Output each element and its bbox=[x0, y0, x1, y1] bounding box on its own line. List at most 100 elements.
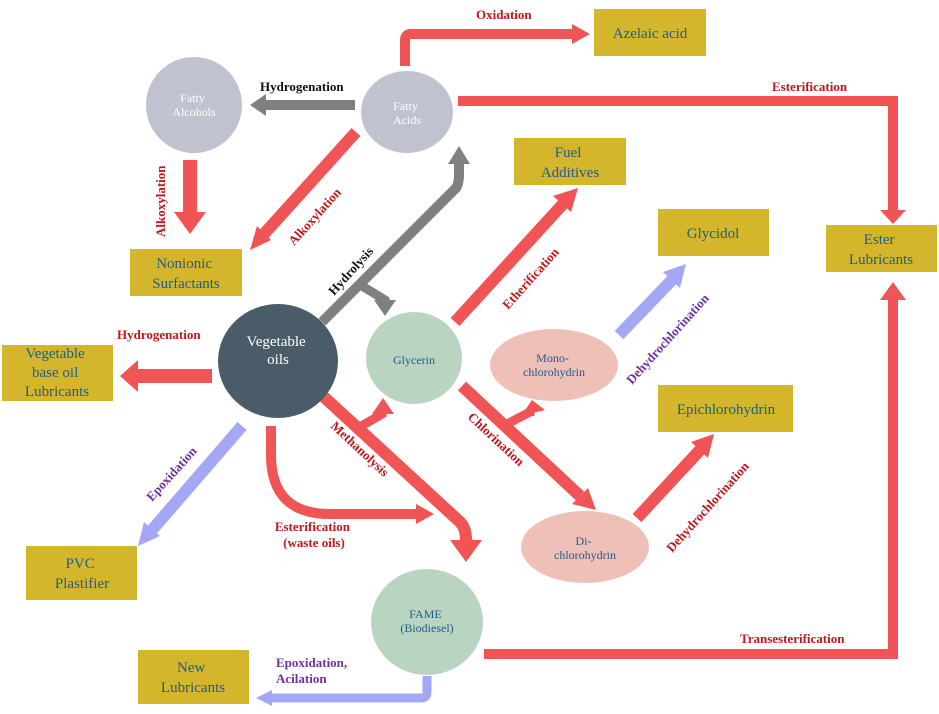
epoxidation-acilation-label-2: Acilation bbox=[276, 671, 327, 686]
methanolysis-branch-arrowhead bbox=[372, 398, 394, 414]
esterification-waste-label-2: (waste oils) bbox=[283, 535, 345, 550]
hydrogenation-arrowhead bbox=[250, 94, 266, 116]
epoxidation-acilation-arrowhead bbox=[256, 690, 272, 706]
svg-text:Glycidol: Glycidol bbox=[687, 226, 740, 242]
transesterification-arrowhead bbox=[880, 282, 906, 300]
pvc-plastifier-label-2: Plastifier bbox=[55, 576, 109, 592]
hydrogenation-left-label: Hydrogenation bbox=[117, 327, 201, 342]
new-lubricants-box: New Lubricants bbox=[138, 650, 249, 704]
alkoxylation-arrow-1 bbox=[183, 160, 197, 214]
svg-text:Mono- chlorohydrin: Mono- chlorohydrin bbox=[523, 351, 585, 379]
dehydrochlorination-arrowhead-2 bbox=[691, 434, 714, 458]
hydrogenation-top-label: Hydrogenation bbox=[260, 79, 344, 94]
glycerin-node: Glycerin bbox=[366, 312, 462, 404]
fame-node: FAME (Biodiesel) bbox=[371, 569, 483, 675]
hydrogenation-left-arrow bbox=[136, 369, 212, 383]
svg-text:PVC Plastifier: PVC Plastifier bbox=[55, 556, 109, 592]
new-lubricants-label-2: Lubricants bbox=[161, 680, 225, 696]
vegetable-oils-label-1: Vegetable bbox=[247, 334, 306, 350]
svg-text:Fuel Additives: Fuel Additives bbox=[541, 145, 599, 181]
svg-text:Vegetable base oil: Vegetable base oil Lubricants bbox=[25, 346, 89, 400]
monochlorohydrin-label-2: chlorohydrin bbox=[523, 365, 585, 379]
oxidation-arrow bbox=[400, 29, 572, 66]
monochlorohydrin-label-1: Mono- bbox=[536, 351, 569, 365]
fatty-acids-node: Fatty Acids bbox=[361, 71, 453, 153]
svg-text:Epichlorohydrin: Epichlorohydrin bbox=[677, 402, 776, 418]
esterification-waste-arrow bbox=[266, 426, 418, 519]
etherification-arrowhead bbox=[553, 188, 578, 212]
dichlorohydrin-node: Di- chlorohydrin bbox=[521, 511, 649, 583]
esterification-arrow bbox=[458, 96, 898, 212]
fuel-additives-label-2: Additives bbox=[541, 165, 599, 181]
azelaic-acid-label: Azelaic acid bbox=[613, 26, 688, 42]
vegetable-base-oil-label-3: Lubricants bbox=[25, 384, 89, 400]
svg-text:New Lubricants: New Lubricants bbox=[161, 660, 225, 696]
epoxidation-arrow bbox=[147, 422, 247, 534]
hydrolysis-arrow bbox=[318, 162, 464, 326]
pvc-plastifier-box: PVC Plastifier bbox=[26, 546, 137, 600]
etherification-label: Etherification bbox=[499, 244, 562, 312]
chlorination-arrow bbox=[457, 381, 585, 501]
dehydrochlorination-arrowhead-1 bbox=[663, 264, 686, 288]
hydrogenation-arrow bbox=[264, 100, 355, 110]
epoxidation-acilation-arrow bbox=[270, 676, 432, 703]
transesterification-label: Transesterification bbox=[740, 631, 845, 646]
dehydrochlorination-arrow-2 bbox=[632, 445, 705, 523]
esterification-waste-arrowhead bbox=[416, 504, 434, 524]
fatty-alcohols-node: Fatty Alcohols bbox=[146, 57, 242, 153]
new-lubricants-label-1: New bbox=[177, 660, 205, 676]
nonionic-surfactants-label-2: Surfactants bbox=[152, 276, 220, 292]
alkoxylation-arrowhead-1 bbox=[174, 212, 206, 234]
transesterification-arrow bbox=[484, 298, 898, 659]
svg-text:Vegetable oils: Vegetable oils bbox=[247, 334, 310, 368]
svg-text:FAME (Biodiesel): FAME (Biodiesel) bbox=[400, 607, 453, 635]
glycerin-label: Glycerin bbox=[393, 353, 435, 367]
epichlorohydrin-label: Epichlorohydrin bbox=[677, 402, 776, 418]
esterification-top-label: Esterification bbox=[772, 79, 848, 94]
epoxidation-acilation-label-1: Epoxidation, bbox=[276, 655, 347, 670]
ester-lubricants-label-1: Ester bbox=[864, 232, 895, 248]
nonionic-surfactants-box: Nonionic Surfactants bbox=[130, 249, 242, 296]
fame-label-2: (Biodiesel) bbox=[400, 621, 453, 635]
epoxidation-label: Epoxidation bbox=[143, 443, 200, 504]
epichlorohydrin-box: Epichlorohydrin bbox=[658, 385, 793, 432]
circle-nodes: Fatty Alcohols Fatty Acids Vegetable oil… bbox=[146, 57, 649, 675]
nonionic-surfactants-label-1: Nonionic bbox=[156, 256, 212, 272]
ester-lubricants-box: Ester Lubricants bbox=[826, 225, 937, 272]
fuel-additives-label-1: Fuel bbox=[555, 145, 582, 161]
fatty-alcohols-label-1: Fatty bbox=[180, 91, 205, 105]
glycidol-box: Glycidol bbox=[658, 209, 769, 256]
oxidation-label: Oxidation bbox=[476, 7, 532, 22]
alkoxylation-arrowhead-2 bbox=[250, 226, 271, 250]
fatty-acids-label-1: Fatty bbox=[393, 99, 418, 113]
methanolysis-arrow bbox=[319, 392, 472, 541]
esterification-waste-label-1: Esterification bbox=[275, 519, 351, 534]
fame-label-1: FAME bbox=[409, 607, 441, 621]
chlorination-arrowhead bbox=[572, 488, 596, 510]
svg-text:Di- chlorohydrin: Di- chlorohydrin bbox=[554, 534, 616, 562]
box-nodes: Azelaic acid Ester Lubricants Fuel Addit… bbox=[2, 9, 937, 704]
fatty-acids-label-2: Acids bbox=[393, 113, 421, 127]
oxidation-arrowhead bbox=[572, 24, 590, 44]
chlorination-branch-arrowhead bbox=[521, 400, 545, 416]
vegetable-base-oil-label-2: base oil bbox=[32, 365, 78, 381]
alkoxylation-left-label: Alkoxylation bbox=[153, 165, 168, 237]
svg-text:Fatty Acids: Fatty Acids bbox=[393, 99, 421, 127]
fuel-additives-box: Fuel Additives bbox=[514, 138, 626, 185]
hydrogenation-left-arrowhead bbox=[120, 360, 138, 392]
azelaic-acid-box: Azelaic acid bbox=[594, 9, 706, 56]
vegetable-oils-label-2: oils bbox=[267, 352, 289, 368]
svg-text:Nonionic Surfactants: Nonionic Surfactants bbox=[152, 256, 220, 292]
glycidol-label: Glycidol bbox=[687, 226, 740, 242]
pvc-plastifier-label-1: PVC bbox=[66, 556, 95, 572]
vegetable-base-oil-box: Vegetable base oil Lubricants bbox=[2, 345, 113, 401]
esterification-arrowhead bbox=[880, 210, 906, 224]
monochlorohydrin-node: Mono- chlorohydrin bbox=[490, 329, 618, 401]
vegetable-base-oil-label-1: Vegetable bbox=[26, 346, 85, 362]
svg-text:Esterification (waste oi: Esterification (waste oils) bbox=[275, 519, 353, 550]
hydrolysis-arrowhead-glycerin bbox=[374, 300, 396, 316]
dichlorohydrin-label-2: chlorohydrin bbox=[554, 548, 616, 562]
ester-lubricants-label-2: Lubricants bbox=[849, 252, 913, 268]
alkoxylation-arrow-2 bbox=[259, 127, 361, 239]
